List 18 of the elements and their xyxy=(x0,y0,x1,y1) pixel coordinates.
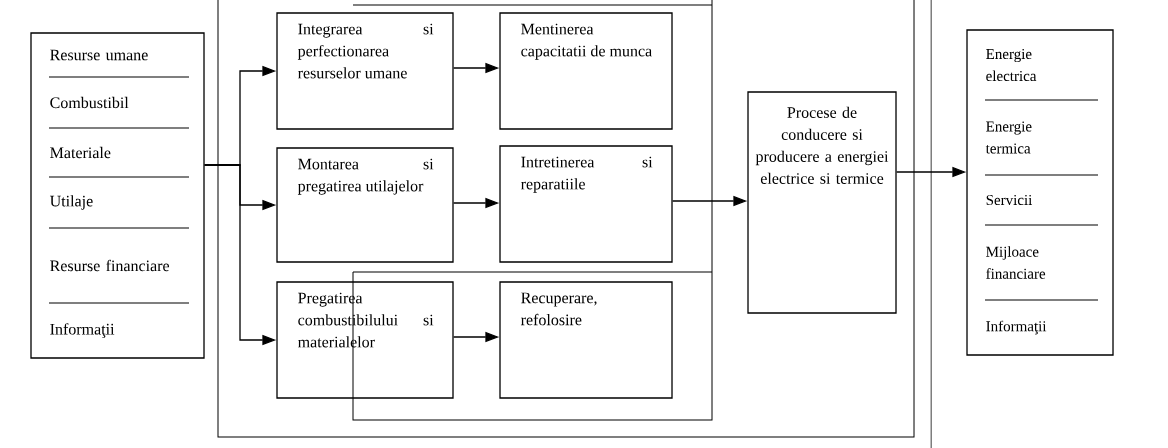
process-box: Recuperare, refolosire xyxy=(499,281,673,399)
process-box: Pregatirea combustibilului si materialelor xyxy=(276,281,454,399)
list-item: Servicii xyxy=(986,194,1033,206)
process-box: Montarea si pregatirea utilajelor xyxy=(276,147,454,263)
list-item: Energie termica xyxy=(985,121,1032,154)
process-box: Intretinerea si reparatiile xyxy=(499,145,673,263)
list-item: Informaţii xyxy=(986,320,1047,335)
list-item: Combustibil xyxy=(50,96,129,109)
list-item: Utilaje xyxy=(50,195,93,210)
process-box: Procese de conducere si producere a energiei electrice si termice xyxy=(747,91,897,314)
list-item: Resurse umane xyxy=(50,49,148,61)
process-box: Mentinerea capacitatii de munca xyxy=(499,12,673,130)
list-item: Mijloace financiare xyxy=(986,246,1046,279)
list-item: Informaţii xyxy=(50,323,115,338)
list-item: Energie electrica xyxy=(986,48,1037,82)
list-item: Materiale xyxy=(50,146,111,159)
process-box: Integrarea si perfectionarea resurselor umane xyxy=(276,12,454,130)
list-item: Resurse financiare xyxy=(50,259,170,272)
